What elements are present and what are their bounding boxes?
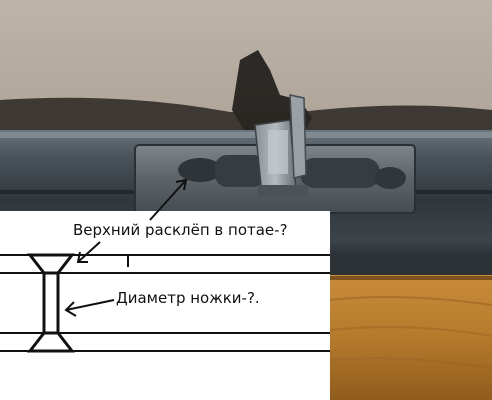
shank-diameter-question-label: Диаметр ножки-?. [116,289,260,307]
rivet-head-question-label: Верхний расклёп в потае-? [73,221,288,239]
rivet-cross-section-diagram [0,253,330,353]
rivet-sketch-panel [0,211,330,400]
